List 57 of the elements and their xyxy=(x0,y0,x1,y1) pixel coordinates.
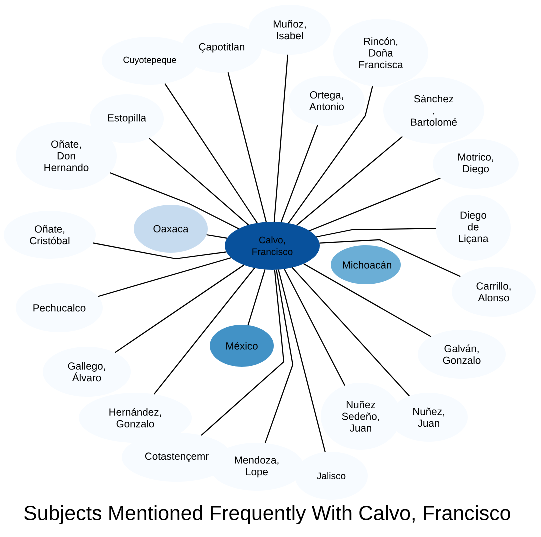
ellipse-node: Motrico, Diego xyxy=(433,139,519,189)
connector-line xyxy=(228,72,267,222)
connector-line xyxy=(284,268,346,386)
connector-line xyxy=(292,267,410,397)
title: Subjects Mentioned Frequently With Calvo, Francisco xyxy=(24,505,510,525)
node-label: Mendoza, Lope xyxy=(235,456,279,478)
connector-line xyxy=(274,54,289,222)
connector-line xyxy=(114,264,244,354)
connector-line xyxy=(110,172,240,230)
ellipse-node: Çapotitlan xyxy=(182,23,262,73)
connector-line xyxy=(304,264,432,338)
connector-line xyxy=(280,125,318,223)
connector-line xyxy=(201,270,285,436)
connector-line xyxy=(320,239,461,278)
ellipse-node: Rincón, Doña Francisca xyxy=(334,19,428,87)
connector-line xyxy=(264,270,294,444)
ellipse-node: Sánchez , Bartolomé xyxy=(384,77,484,144)
ellipse-node: Carrillo, Alonso xyxy=(452,267,536,317)
connector-line xyxy=(164,83,258,224)
node-label: Nuñez, Juan xyxy=(414,408,444,428)
ellipse-node: Oñate, Cristóbal xyxy=(4,211,96,259)
ellipse-node: Galván, Gonzalo xyxy=(418,330,506,379)
ellipse-node: México xyxy=(210,325,274,367)
node-label: Muñoz, Isabel xyxy=(274,20,306,40)
ellipse-node: Mendoza, Lope xyxy=(210,443,304,491)
ellipse-node: Muñoz, Isabel xyxy=(249,5,331,55)
connector-line xyxy=(98,257,232,298)
ellipse-node: Hernández, Gonzalo xyxy=(79,393,192,443)
ellipse-node: Michoacán xyxy=(331,246,401,284)
connector-line xyxy=(296,136,404,226)
connector-line xyxy=(93,242,227,260)
ellipse-node: Pechucalco xyxy=(16,284,103,332)
connector-line xyxy=(154,268,256,395)
connector-line xyxy=(149,138,250,226)
node-label: Jalisco xyxy=(317,472,346,480)
connector-line xyxy=(316,228,436,238)
connector-line xyxy=(206,234,228,239)
ellipse-node: Jalisco xyxy=(295,452,368,500)
ellipse-node: Nuñez Sedeño, Juan xyxy=(321,383,401,450)
connector-line xyxy=(309,178,441,232)
ellipse-node: Oñate, Don Hernando xyxy=(16,122,117,190)
node-label: Hernández, Gonzalo xyxy=(110,408,162,428)
ellipse-node: Diego de Liçana xyxy=(436,195,511,261)
ellipse-node: Oaxaca xyxy=(134,205,208,253)
ellipse-node: Ortega, Antonio xyxy=(289,76,365,126)
node-label: Cotastençemr xyxy=(145,452,209,462)
node-label: Çapotitlan xyxy=(199,43,245,53)
connector-line xyxy=(248,270,266,326)
ellipse-node: Cuyotepeque xyxy=(102,37,198,85)
connector-line xyxy=(288,86,374,224)
connector-line xyxy=(278,270,326,452)
ellipse-node: Estopilla xyxy=(90,94,164,144)
ellipse-node: Calvo, Francisco xyxy=(225,222,320,270)
node-label: Cuyotepeque xyxy=(124,56,176,66)
ellipse-node: Gallego, Álvaro xyxy=(43,347,131,397)
ellipse-node: Nuñez, Juan xyxy=(390,393,468,442)
node-label: Rincón, Doña Francisca xyxy=(360,37,404,69)
